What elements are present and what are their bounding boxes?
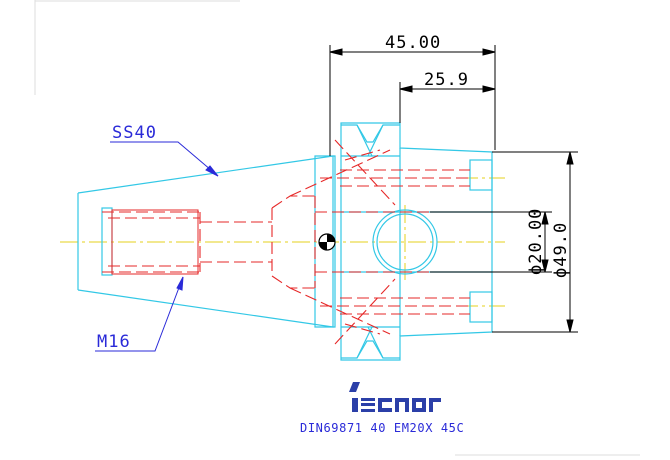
centerlines	[60, 177, 505, 307]
leader-lines	[95, 141, 219, 352]
frame-lines	[34, 0, 640, 456]
v-groove-bottom	[341, 340, 400, 359]
origin-marker	[318, 233, 336, 251]
screw-hole	[372, 209, 438, 275]
part-designation: DIN69871 40 EM20X 45C	[300, 421, 464, 435]
taper-cone	[77, 155, 334, 328]
dimension-overall-length: 45.00	[385, 33, 441, 53]
thread-label: M16	[97, 332, 131, 352]
v-groove-top	[341, 124, 400, 143]
dimension-lines	[329, 45, 578, 333]
dimension-bore-diameter: ϕ20.00	[526, 208, 546, 275]
thread	[111, 209, 199, 275]
iscar-logo: iscar	[349, 382, 441, 412]
dimension-flange-diameter: ϕ49.0	[551, 222, 571, 278]
dimension-flange-length: 25.9	[424, 70, 469, 90]
taper-label: SS40	[112, 123, 157, 143]
